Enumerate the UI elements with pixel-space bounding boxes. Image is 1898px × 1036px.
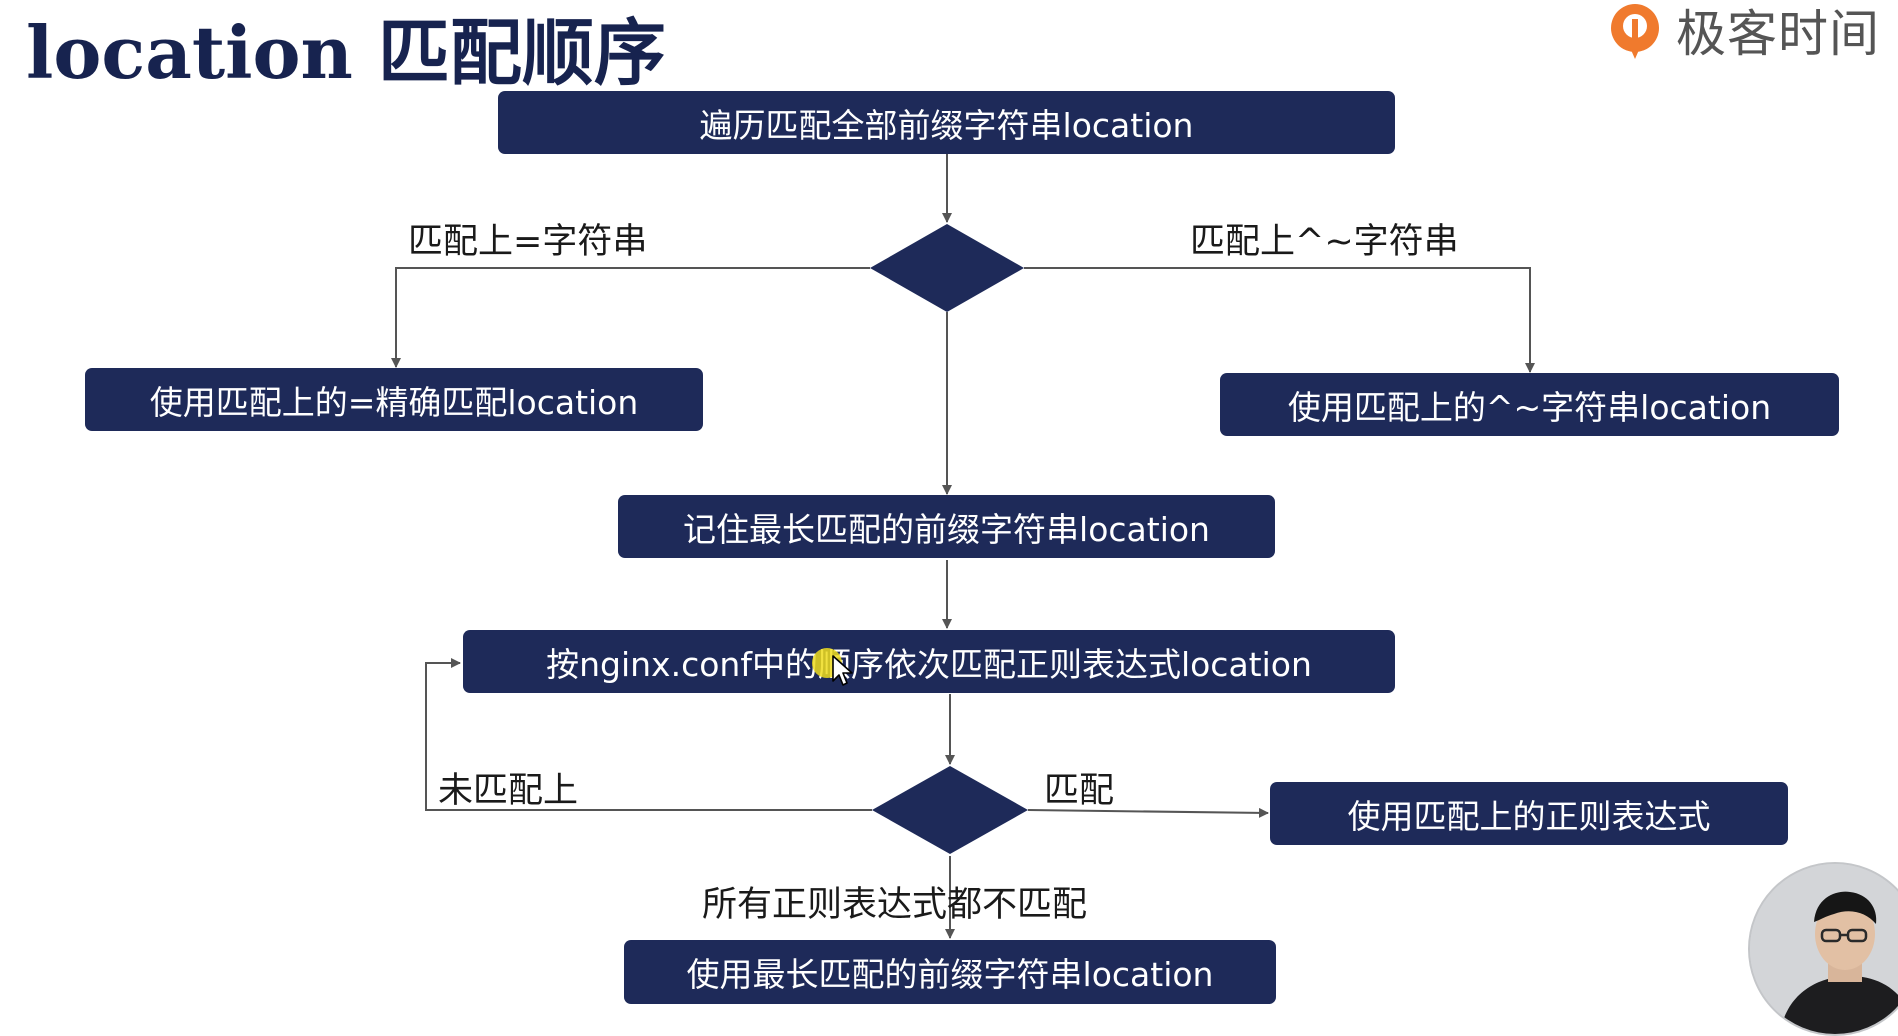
brand-name: 极客时间: [1676, 5, 1880, 63]
page-title: location 匹配顺序: [26, 10, 666, 95]
box-use-caret-tilde: 使用匹配上的^~字符串location: [1220, 373, 1839, 436]
label-matched: 匹配: [1044, 771, 1115, 811]
box-use-exact: 使用匹配上的=精确匹配location: [85, 368, 703, 431]
mouse-pointer-icon: [832, 655, 853, 686]
geektime-logo-icon: [1611, 4, 1659, 59]
label-matched-exact: 匹配上=字符串: [408, 222, 648, 262]
decision-diamond-regex: [872, 766, 1028, 854]
box-traverse-prefix: 遍历匹配全部前缀字符串location: [498, 91, 1395, 154]
presenter-avatar: [1748, 862, 1898, 1036]
label-no-regex-match: 所有正则表达式都不匹配: [702, 885, 1088, 925]
brand: 极客时间: [1604, 0, 1880, 66]
box-remember-longest: 记住最长匹配的前缀字符串location: [618, 495, 1275, 558]
box-use-longest-prefix: 使用最长匹配的前缀字符串location: [624, 940, 1276, 1004]
box-use-regex: 使用匹配上的正则表达式: [1270, 782, 1788, 845]
label-not-matched: 未匹配上: [438, 771, 579, 811]
connector-decision-to-use-regex: [1027, 807, 1269, 818]
box-regex-in-order: 按nginx.conf中的顺序依次匹配正则表达式location: [463, 630, 1395, 693]
label-matched-caret-tilde: 匹配上^~字符串: [1190, 222, 1459, 262]
decision-diamond-prefix: [870, 224, 1024, 312]
connector-decision-to-caret: [1024, 267, 1535, 373]
connector-decision-to-exact: [391, 267, 870, 368]
connector-loop-not-matched: [425, 658, 872, 811]
